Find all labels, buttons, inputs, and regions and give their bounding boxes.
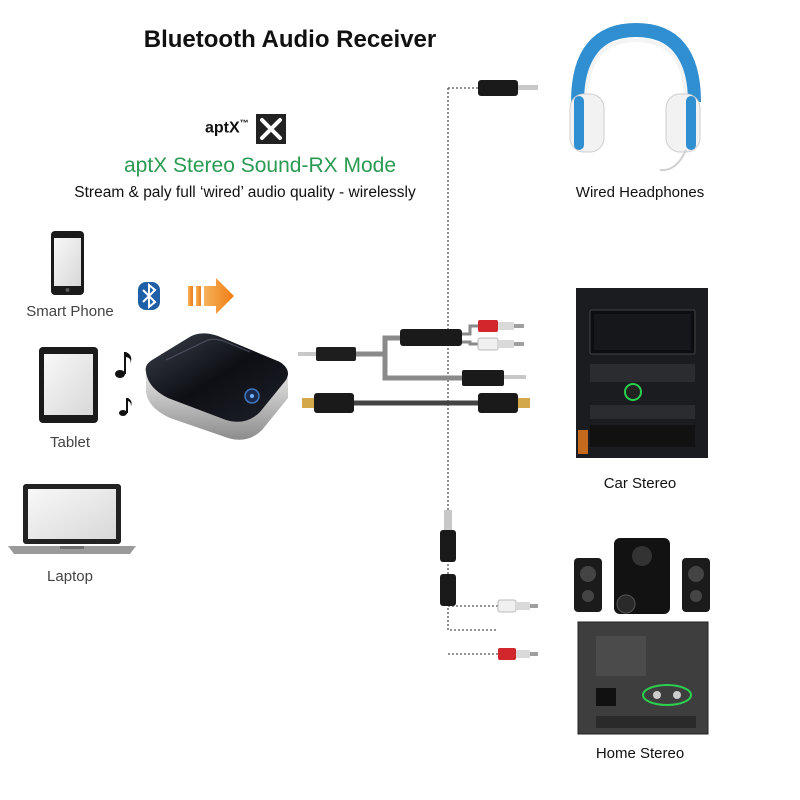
laptop-label: Laptop: [47, 568, 93, 585]
rca-plug-white: [477, 337, 524, 351]
dashed-connector: [447, 87, 498, 655]
rca-plug-red: [498, 648, 538, 660]
headphones-icon: [569, 22, 701, 172]
page-title: Bluetooth Audio Receiver: [143, 26, 437, 53]
headphone-jack-plug: [478, 80, 538, 96]
car-stereo-label: Car Stereo: [603, 475, 677, 492]
music-note-icon: [119, 398, 132, 416]
orange-arrow-icon: [188, 278, 234, 314]
optical-cable: [302, 393, 530, 413]
bluetooth-receiver-device: [145, 333, 288, 440]
aptx-brand: aptX™: [205, 118, 249, 137]
aptx-brand-text: aptX: [205, 119, 240, 137]
aptx-mode-heading: aptX Stereo Sound-RX Mode: [124, 154, 396, 177]
music-note-icon: [115, 352, 132, 378]
vertical-aux-plug: [440, 510, 456, 606]
aptx-logo-icon: [256, 114, 286, 144]
car-stereo-icon: [576, 288, 708, 458]
headphones-label: Wired Headphones: [575, 184, 705, 201]
laptop-icon: [8, 484, 136, 554]
smartphone-label: Smart Phone: [26, 303, 114, 320]
aux-cable: [298, 324, 526, 386]
home-stereo-icon: [574, 538, 710, 735]
aptx-trademark: ™: [239, 118, 249, 128]
rca-plug-white: [497, 599, 538, 613]
rca-plug-red: [478, 320, 524, 332]
tablet-label: Tablet: [49, 434, 91, 451]
bluetooth-icon: [138, 282, 160, 310]
tablet-icon: [39, 347, 98, 423]
home-stereo-label: Home Stereo: [595, 745, 685, 762]
aptx-tagline: Stream & paly full ‘wired’ audio quality…: [74, 184, 416, 201]
smartphone-icon: [51, 231, 84, 295]
